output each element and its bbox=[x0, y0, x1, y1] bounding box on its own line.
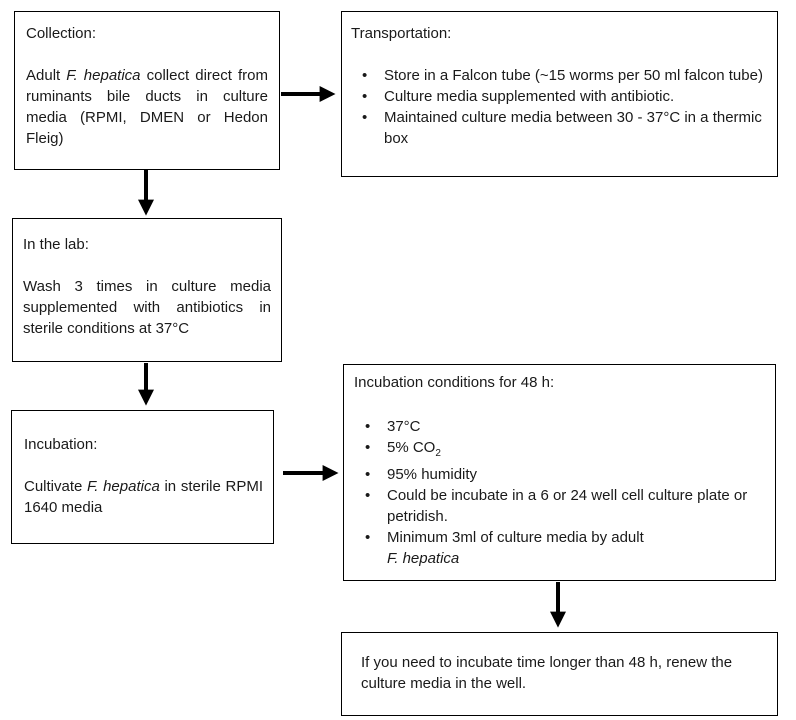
conditions-list: 37°C 5% CO2 95% humidity Could be incuba… bbox=[354, 416, 767, 569]
conditions-item-humidity: 95% humidity bbox=[354, 464, 767, 485]
collection-text: Adult F. hepatica collect direct from ru… bbox=[26, 67, 269, 147]
incubation-box: Incubation: Cultivate F. hepatica in ste… bbox=[11, 410, 274, 544]
incubation-text: Cultivate F. hepatica in sterile RPMI 16… bbox=[24, 478, 263, 516]
collection-title: Collection: bbox=[26, 25, 97, 42]
conditions-title: Incubation conditions for 48 h: bbox=[354, 374, 555, 391]
transportation-box: Transportation: Store in a Falcon tube (… bbox=[341, 11, 778, 177]
transportation-item: Maintained culture media between 30 - 37… bbox=[351, 107, 767, 149]
lab-title: In the lab: bbox=[23, 236, 89, 253]
conditions-item-temperature: 37°C bbox=[354, 416, 767, 437]
conditions-item-minimum: Minimum 3ml of culture media by adultF. … bbox=[354, 527, 767, 569]
lab-box: In the lab: Wash 3 times in culture medi… bbox=[12, 218, 282, 362]
transportation-item: Store in a Falcon tube (~15 worms per 50… bbox=[351, 65, 767, 86]
conditions-species: F. hepatica bbox=[387, 550, 460, 567]
renew-box: If you need to incubate time longer than… bbox=[341, 632, 778, 716]
renew-text: If you need to incubate time longer than… bbox=[361, 654, 733, 692]
transportation-list: Store in a Falcon tube (~15 worms per 50… bbox=[351, 65, 767, 149]
incubation-title: Incubation: bbox=[24, 436, 98, 453]
transportation-item: Culture media supplemented with antibiot… bbox=[351, 86, 767, 107]
collection-species: F. hepatica bbox=[66, 67, 141, 84]
incubation-species: F. hepatica bbox=[87, 478, 160, 495]
transportation-title: Transportation: bbox=[351, 25, 452, 42]
conditions-item-co2: 5% CO2 bbox=[354, 437, 767, 464]
conditions-box: Incubation conditions for 48 h: 37°C 5% … bbox=[343, 364, 776, 581]
lab-text: Wash 3 times in culture media supplement… bbox=[23, 278, 271, 337]
collection-box: Collection: Adult F. hepatica collect di… bbox=[14, 11, 280, 170]
conditions-item-plate: Could be incubate in a 6 or 24 well cell… bbox=[354, 485, 767, 527]
